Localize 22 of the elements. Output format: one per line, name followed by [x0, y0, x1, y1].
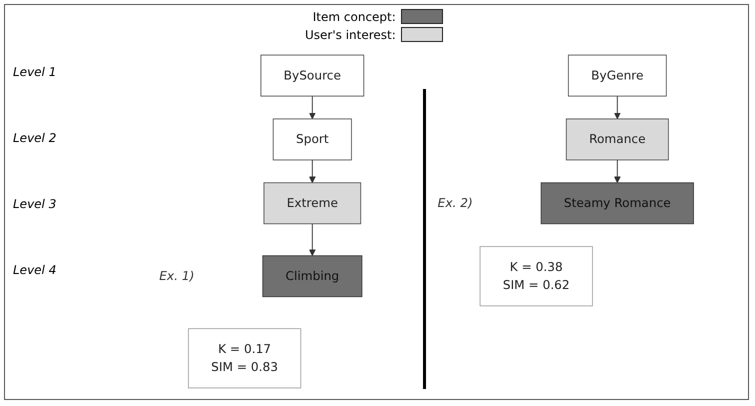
legend-label: User's interest:	[305, 28, 396, 42]
node-box: Steamy Romance	[540, 182, 694, 224]
level-label: Level 1	[13, 65, 56, 79]
arrow	[309, 96, 316, 120]
node-box: Extreme	[264, 182, 362, 224]
node-box: Sport	[272, 118, 352, 160]
arrow	[614, 96, 621, 120]
level-label: Level 3	[13, 197, 56, 211]
node-box: Climbing	[262, 255, 362, 298]
level-label: Level 2	[13, 131, 56, 145]
node-box: BySource	[260, 54, 364, 96]
node-box: K = 0.38 SIM = 0.62	[480, 246, 593, 306]
arrow	[309, 159, 316, 184]
level-label: Level 4	[13, 263, 56, 277]
node-box: Romance	[566, 118, 669, 160]
arrow	[614, 159, 621, 184]
node-box: K = 0.17 SIM = 0.83	[188, 328, 302, 388]
arrow	[309, 223, 316, 256]
node-box: ByGenre	[568, 54, 667, 96]
legend-label: Item concept:	[312, 10, 396, 24]
node-label: Ex. 2)	[438, 196, 473, 210]
node-label: Ex. 1)	[159, 268, 194, 284]
